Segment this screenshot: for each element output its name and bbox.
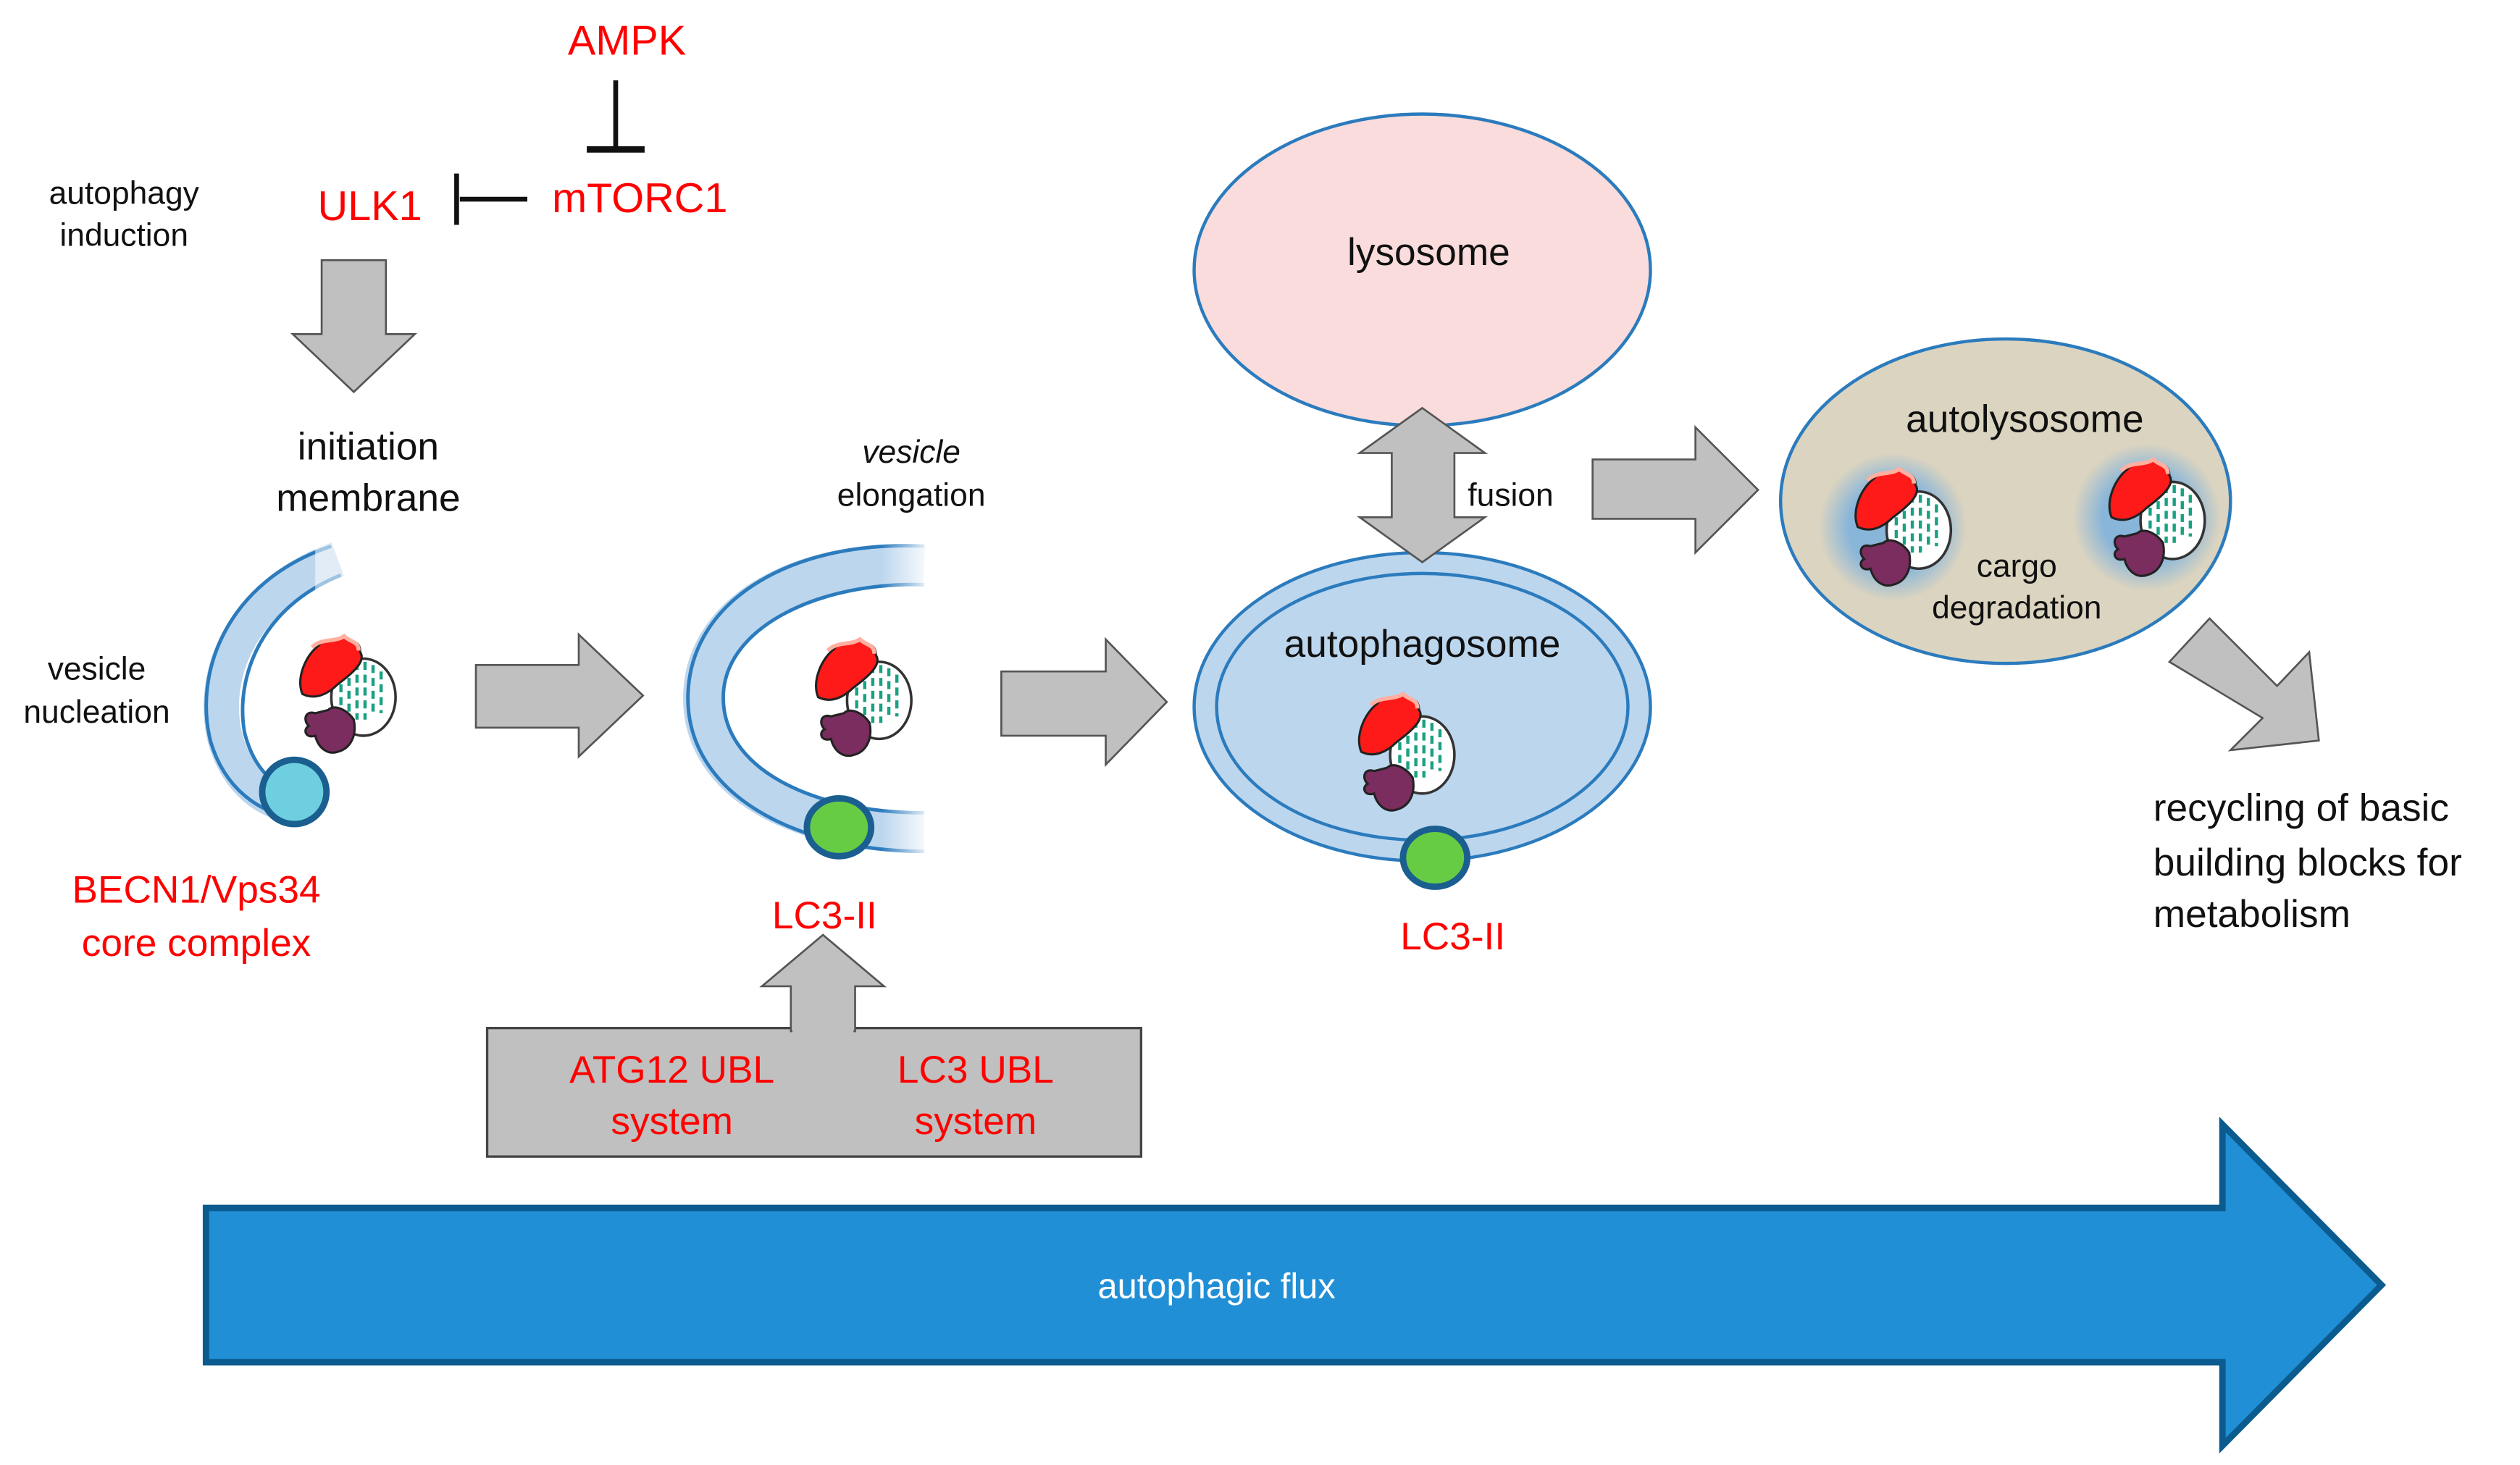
recycling-label-line1: recycling of basic <box>2153 787 2449 830</box>
induction-label-line2: induction <box>59 217 188 253</box>
lc3-ii-label-autophagosome: LC3-II <box>1400 915 1505 958</box>
ampk-label: AMPK <box>568 17 686 64</box>
initiation-label-line2: membrane <box>276 477 460 519</box>
nucleation-label-line1: vesicle <box>48 651 146 687</box>
atg12-ubl-label-line1: ATG12 UBL <box>569 1049 774 1091</box>
down-arrow-icon <box>290 259 418 394</box>
cargo-degradation-line2: degradation <box>1932 590 2101 626</box>
diagonal-arrow-icon <box>2167 617 2320 752</box>
autolysosome-label: autolysosome <box>1906 398 2143 441</box>
recycling-label-line3: metabolism <box>2153 893 2351 936</box>
initiation-label-line1: initiation <box>298 425 439 468</box>
becn1-vps34-complex-icon <box>259 756 330 828</box>
recycling-label-line2: building blocks for <box>2153 841 2462 884</box>
right-arrow-icon <box>1000 637 1168 768</box>
becn1-label-line2: core complex <box>82 922 311 965</box>
lysosome-label: lysosome <box>1347 231 1510 274</box>
fusion-double-arrow-icon <box>1356 406 1489 564</box>
autophagic-flux-arrow <box>202 1116 2387 1454</box>
becn1-label-line1: BECN1/Vps34 <box>72 869 320 912</box>
elongation-label-line1: vesicle <box>862 435 960 470</box>
lc3-ii-label-elongation: LC3-II <box>772 894 877 937</box>
autophagosome-label: autophagosome <box>1284 623 1561 666</box>
ulk1-label: ULK1 <box>317 183 422 230</box>
mtorc1-inhibits-ulk1-icon <box>454 173 527 225</box>
ampk-inhibits-mtorc1-icon <box>587 80 645 153</box>
right-arrow-icon <box>474 632 645 759</box>
cargo-degradation-line1: cargo <box>1977 548 2057 584</box>
lc3-ubl-label-line2: system <box>915 1100 1037 1143</box>
nucleation-label-line2: nucleation <box>23 694 169 730</box>
autophagic-flux-label: autophagic flux <box>1097 1267 1335 1306</box>
mtorc1-label: mTORC1 <box>552 175 727 222</box>
lc3-ii-marker-icon <box>1399 826 1471 890</box>
ubl-systems-box <box>485 1026 1143 1158</box>
up-arrow-icon <box>759 933 887 1033</box>
autophagosome-inner-membrane <box>1215 571 1630 842</box>
fusion-label: fusion <box>1468 478 1553 513</box>
right-arrow-icon <box>1591 424 1760 555</box>
induction-label-line1: autophagy <box>49 176 200 211</box>
lc3-ii-marker-icon <box>803 795 875 860</box>
lc3-ubl-label-line1: LC3 UBL <box>897 1049 1054 1091</box>
elongation-label-line2: elongation <box>837 478 986 513</box>
atg12-ubl-label-line2: system <box>611 1100 733 1143</box>
cargo-icon <box>301 636 395 752</box>
